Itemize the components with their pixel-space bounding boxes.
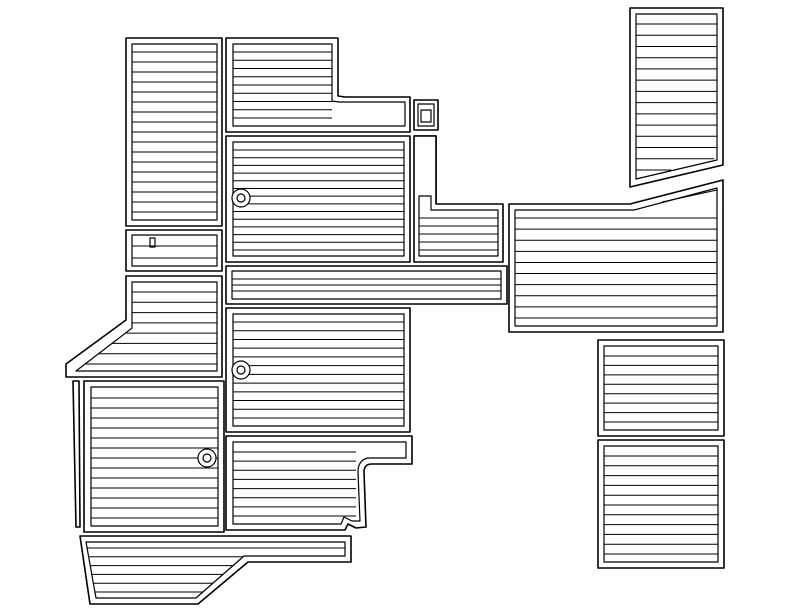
thin-left-sliver [72, 380, 81, 528]
panel-right-square-lower [597, 439, 725, 569]
drain-hole-inner [202, 453, 212, 463]
panel-step-grooves [419, 217, 498, 251]
panel-left-small-grooves [132, 245, 217, 259]
panel-bottom-tapered-grooves [87, 547, 345, 593]
panel-center-upper-grooves [233, 149, 404, 251]
panel-left-tall [125, 37, 223, 227]
panel-left-angled [65, 275, 223, 378]
panel-right-middle-grooves [515, 217, 717, 319]
panel-right-middle-wide [508, 179, 724, 333]
panel-right-top-grooves [636, 23, 717, 171]
drain-hole-inner [236, 193, 246, 203]
panel-center-lower-notched [225, 435, 413, 531]
panel-right-square-lower-grooves [604, 455, 718, 555]
panel-center-middle [225, 307, 411, 433]
panel-center-lower-grooves [233, 451, 356, 517]
panel-left-angled-grooves [85, 291, 217, 365]
panel-right-top-trapezoid [629, 7, 724, 188]
panel-top-middle-grooves [233, 51, 332, 119]
panel-center-middle-grooves [233, 321, 404, 419]
small-square-insert [413, 99, 439, 131]
panel-bottom-tapered [79, 535, 352, 605]
fastener-slot-icon [149, 237, 156, 248]
panel-long-strip [225, 265, 508, 305]
panel-step [413, 135, 504, 263]
drain-hole-inner [236, 365, 246, 375]
panel-top-middle [225, 37, 411, 133]
panel-long-strip-grooves [232, 278, 501, 292]
panel-right-square-upper-grooves [604, 355, 718, 423]
panel-center-upper [225, 135, 411, 263]
panel-right-square-upper [597, 339, 725, 437]
panel-left-small [125, 229, 223, 272]
panel-left-lower [83, 380, 225, 533]
panel-left-lower-grooves [91, 397, 218, 519]
panel-left-tall-grooves [132, 51, 217, 213]
